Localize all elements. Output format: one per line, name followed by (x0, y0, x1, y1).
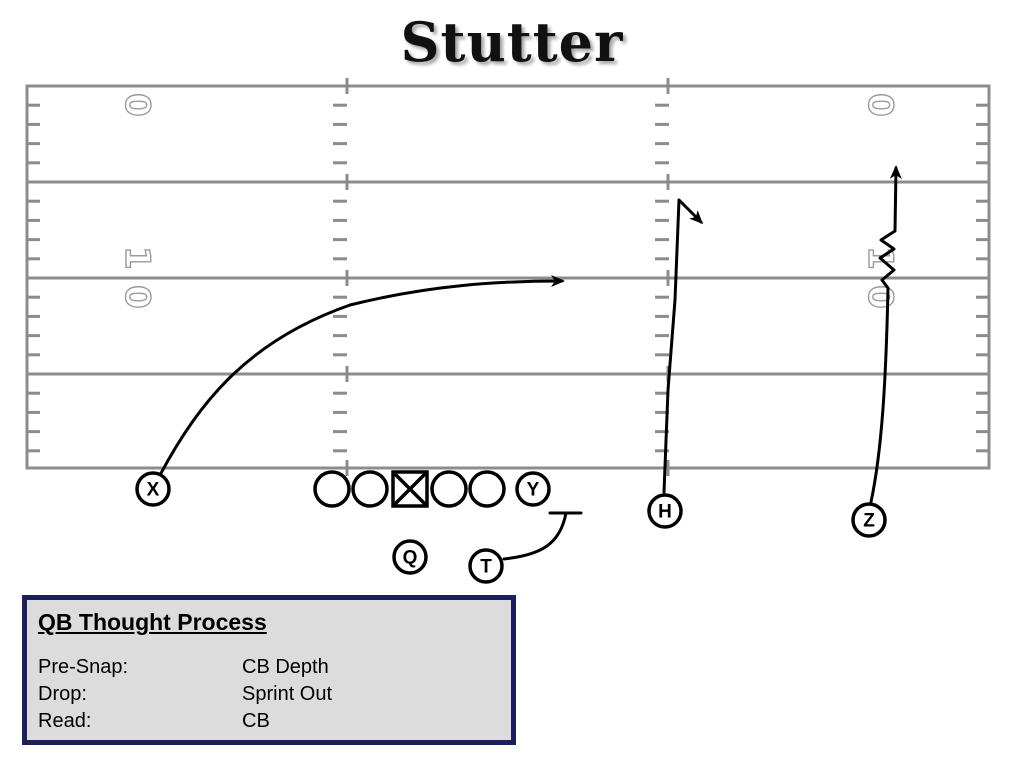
h-route (662, 198, 704, 494)
player-h: H (647, 493, 683, 529)
player-q: Q (392, 539, 428, 575)
qb-row-value: CB Depth (242, 656, 329, 678)
offensive-line (313, 470, 506, 508)
lineman (313, 470, 351, 508)
player-z-label: Z (863, 511, 875, 532)
player-x-label: X (147, 480, 160, 501)
qb-thought-process-box: QB Thought Process Pre-Snap: CB Depth Dr… (22, 595, 516, 745)
player-t-label: T (480, 557, 492, 578)
yard-number: 0 (117, 93, 157, 117)
yard-number: 0 (860, 285, 900, 309)
qb-row-label: Drop: (38, 683, 87, 705)
qb-row-value: Sprint Out (242, 683, 333, 705)
qb-row-value: CB (242, 710, 270, 732)
yard-number: 0 (117, 285, 157, 309)
yard-number: 0 (860, 93, 900, 117)
x-route (158, 275, 565, 477)
player-y: Y (515, 471, 551, 507)
football-field (25, 84, 991, 470)
qb-box-title: QB Thought Process (38, 609, 267, 635)
lineman (468, 470, 506, 508)
player-q-label: Q (403, 548, 418, 569)
center (391, 470, 429, 508)
play-title: Stutter (400, 10, 624, 74)
player-h-label: H (658, 502, 672, 523)
yard-number: 1 (117, 246, 157, 270)
z-route (869, 165, 902, 504)
player-t: T (468, 548, 504, 584)
yard-numbers: 0 0 1 1 0 0 (116, 92, 900, 309)
player-x: X (135, 471, 171, 507)
player-y-label: Y (527, 480, 540, 501)
qb-row-label: Pre-Snap: (38, 656, 129, 678)
t-route (502, 511, 568, 561)
player-z: Z (851, 502, 887, 538)
lineman (351, 470, 389, 508)
lineman (430, 470, 468, 508)
qb-row-label: Read: (38, 710, 92, 732)
